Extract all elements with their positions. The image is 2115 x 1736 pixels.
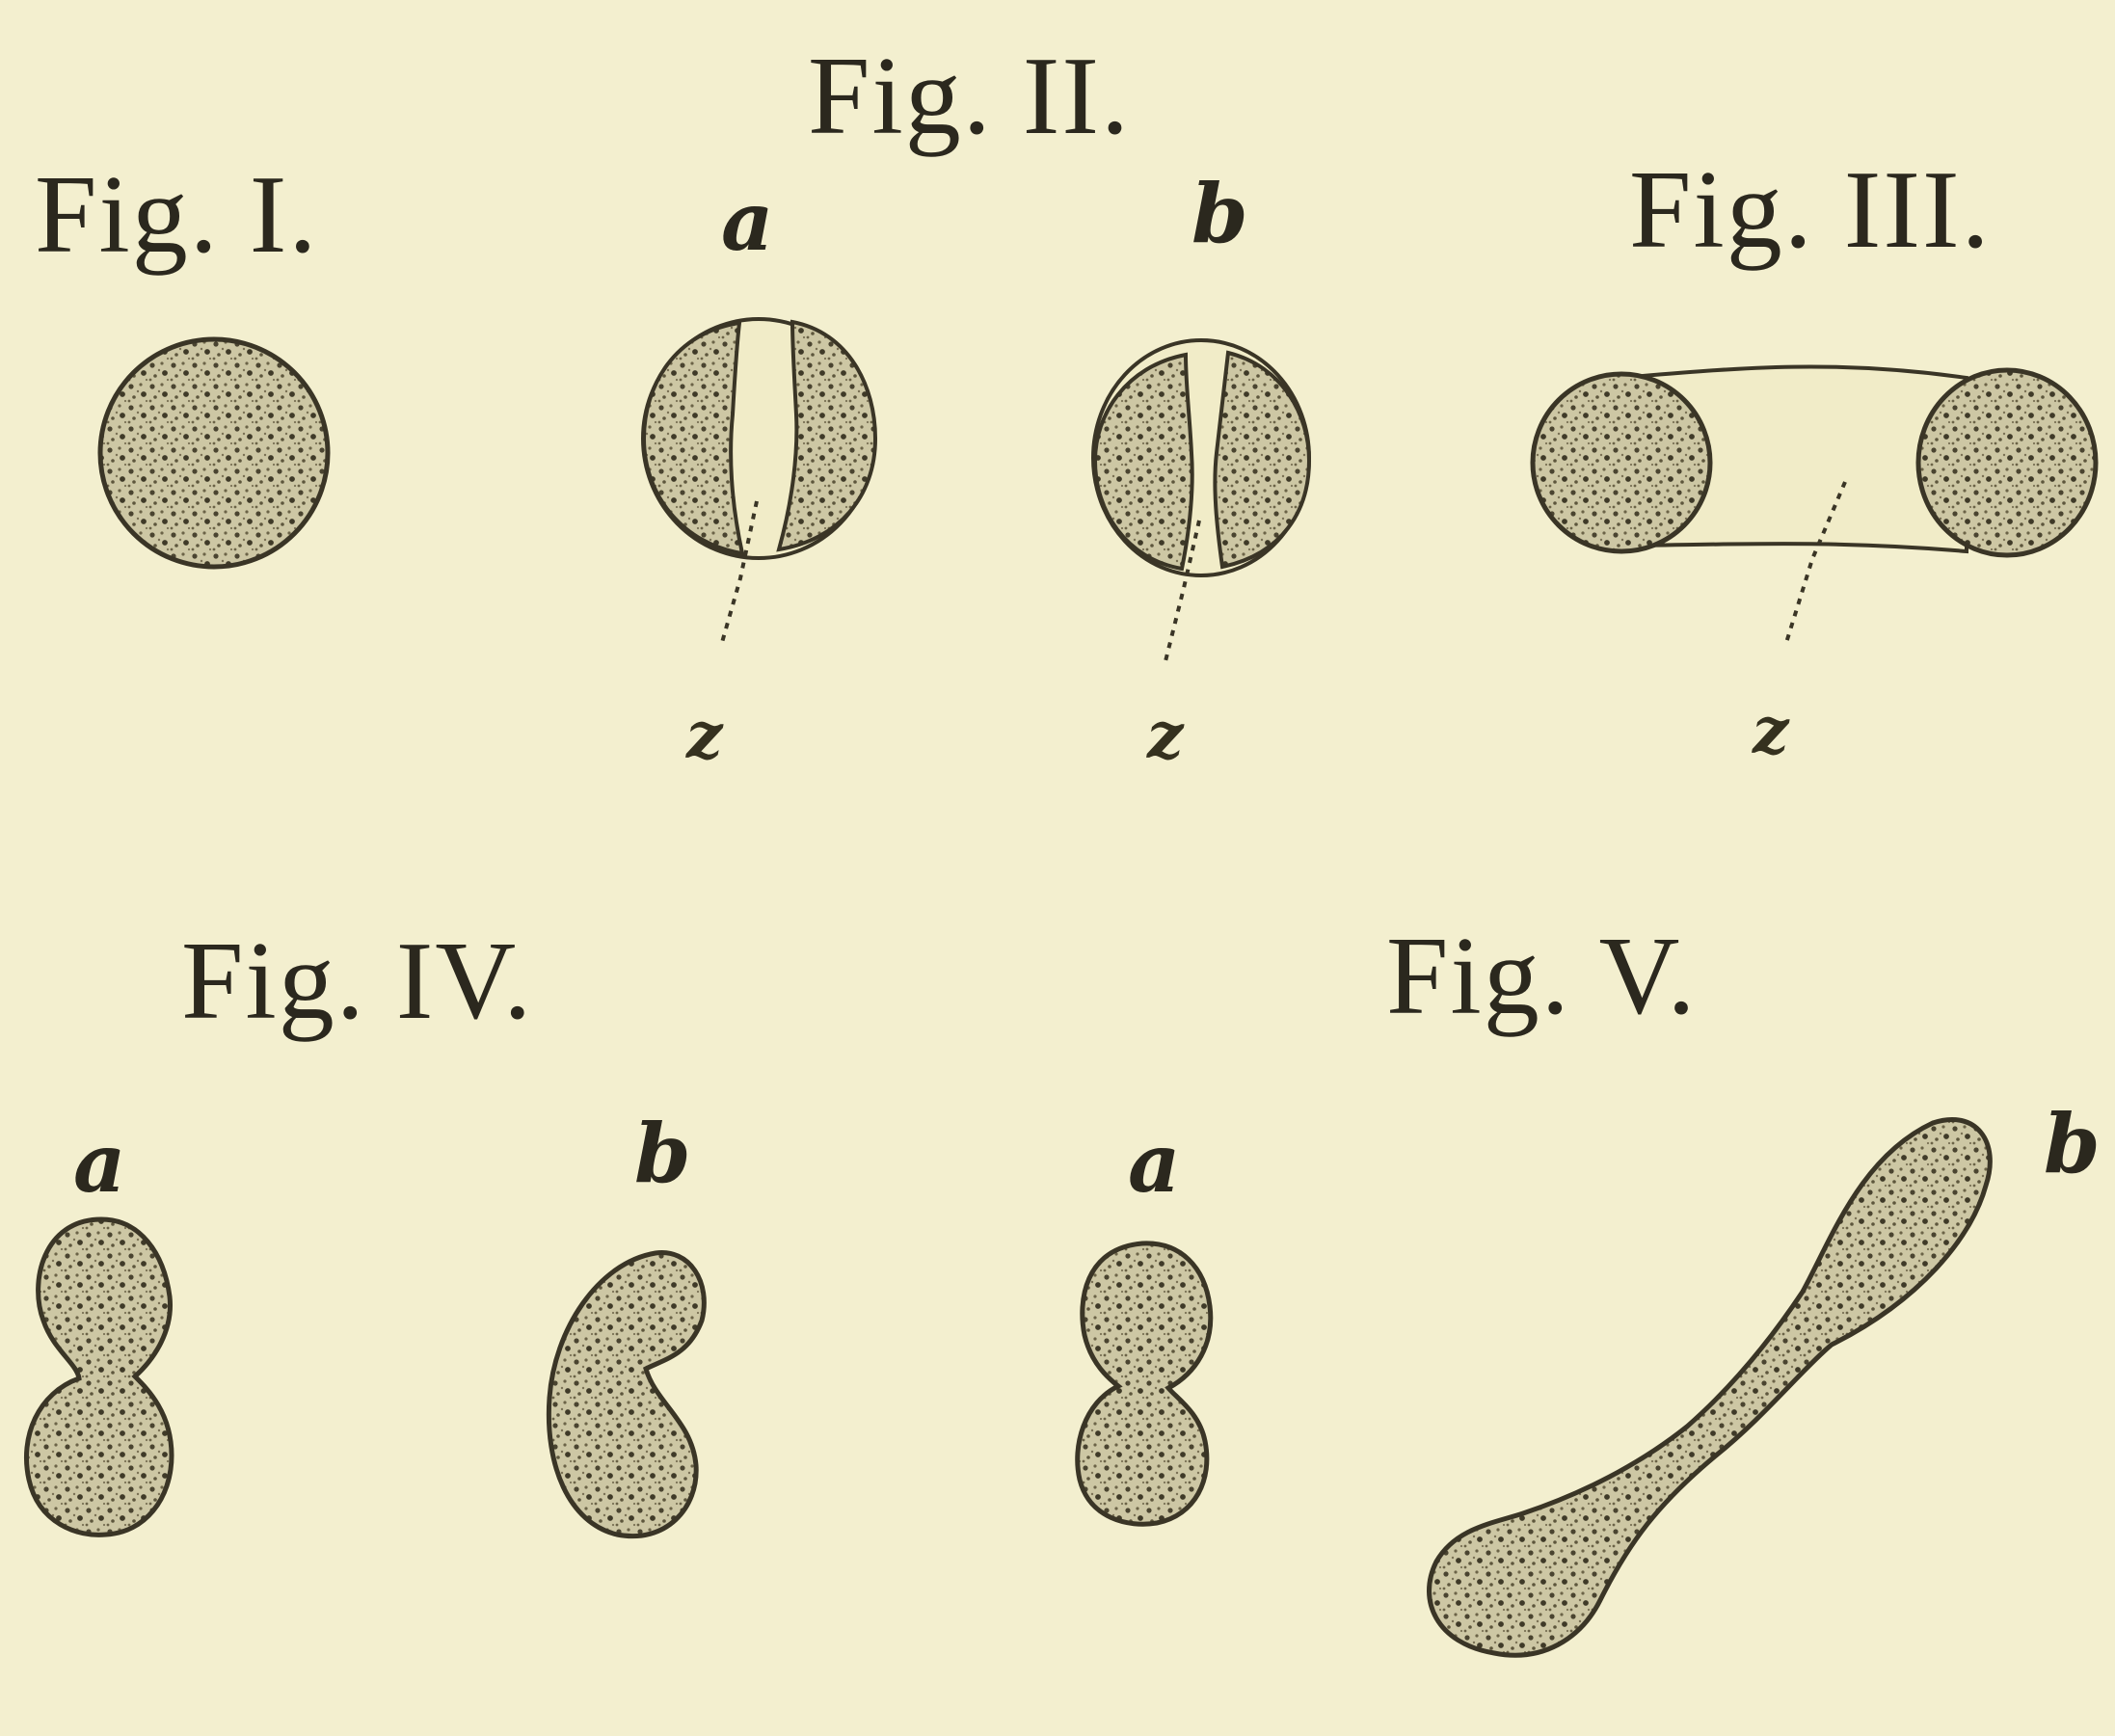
fig4a-cell — [26, 1219, 172, 1535]
fig2-caption: Fig. II. — [808, 40, 1131, 152]
fig1-caption: Fig. I. — [35, 159, 318, 271]
fig5-label-b: b — [2044, 1104, 2101, 1185]
fig2b-cell — [1093, 340, 1309, 665]
fig5a-cell — [1078, 1243, 1211, 1524]
fig5-label-a: a — [1128, 1123, 1180, 1204]
fig2b-pointer-label: z — [1147, 704, 1183, 767]
fig2a-cell — [643, 319, 875, 646]
fig1-cell — [100, 339, 328, 567]
fig2-label-a: a — [721, 181, 773, 262]
fig3-caption: Fig. III. — [1629, 154, 1992, 266]
fig2a-pointer-label: z — [686, 704, 722, 767]
fig3-cell — [1533, 366, 2096, 646]
fig5b-cell — [1430, 1119, 1991, 1655]
fig3-pointer-label: z — [1753, 699, 1788, 762]
fig4-caption: Fig. IV. — [181, 925, 533, 1037]
fig5-caption: Fig. V. — [1386, 921, 1697, 1032]
fig4-label-a: a — [73, 1123, 125, 1204]
fig4b-cell — [549, 1253, 704, 1536]
fig2-label-b: b — [1191, 174, 1248, 254]
fig4-label-b: b — [634, 1113, 691, 1194]
